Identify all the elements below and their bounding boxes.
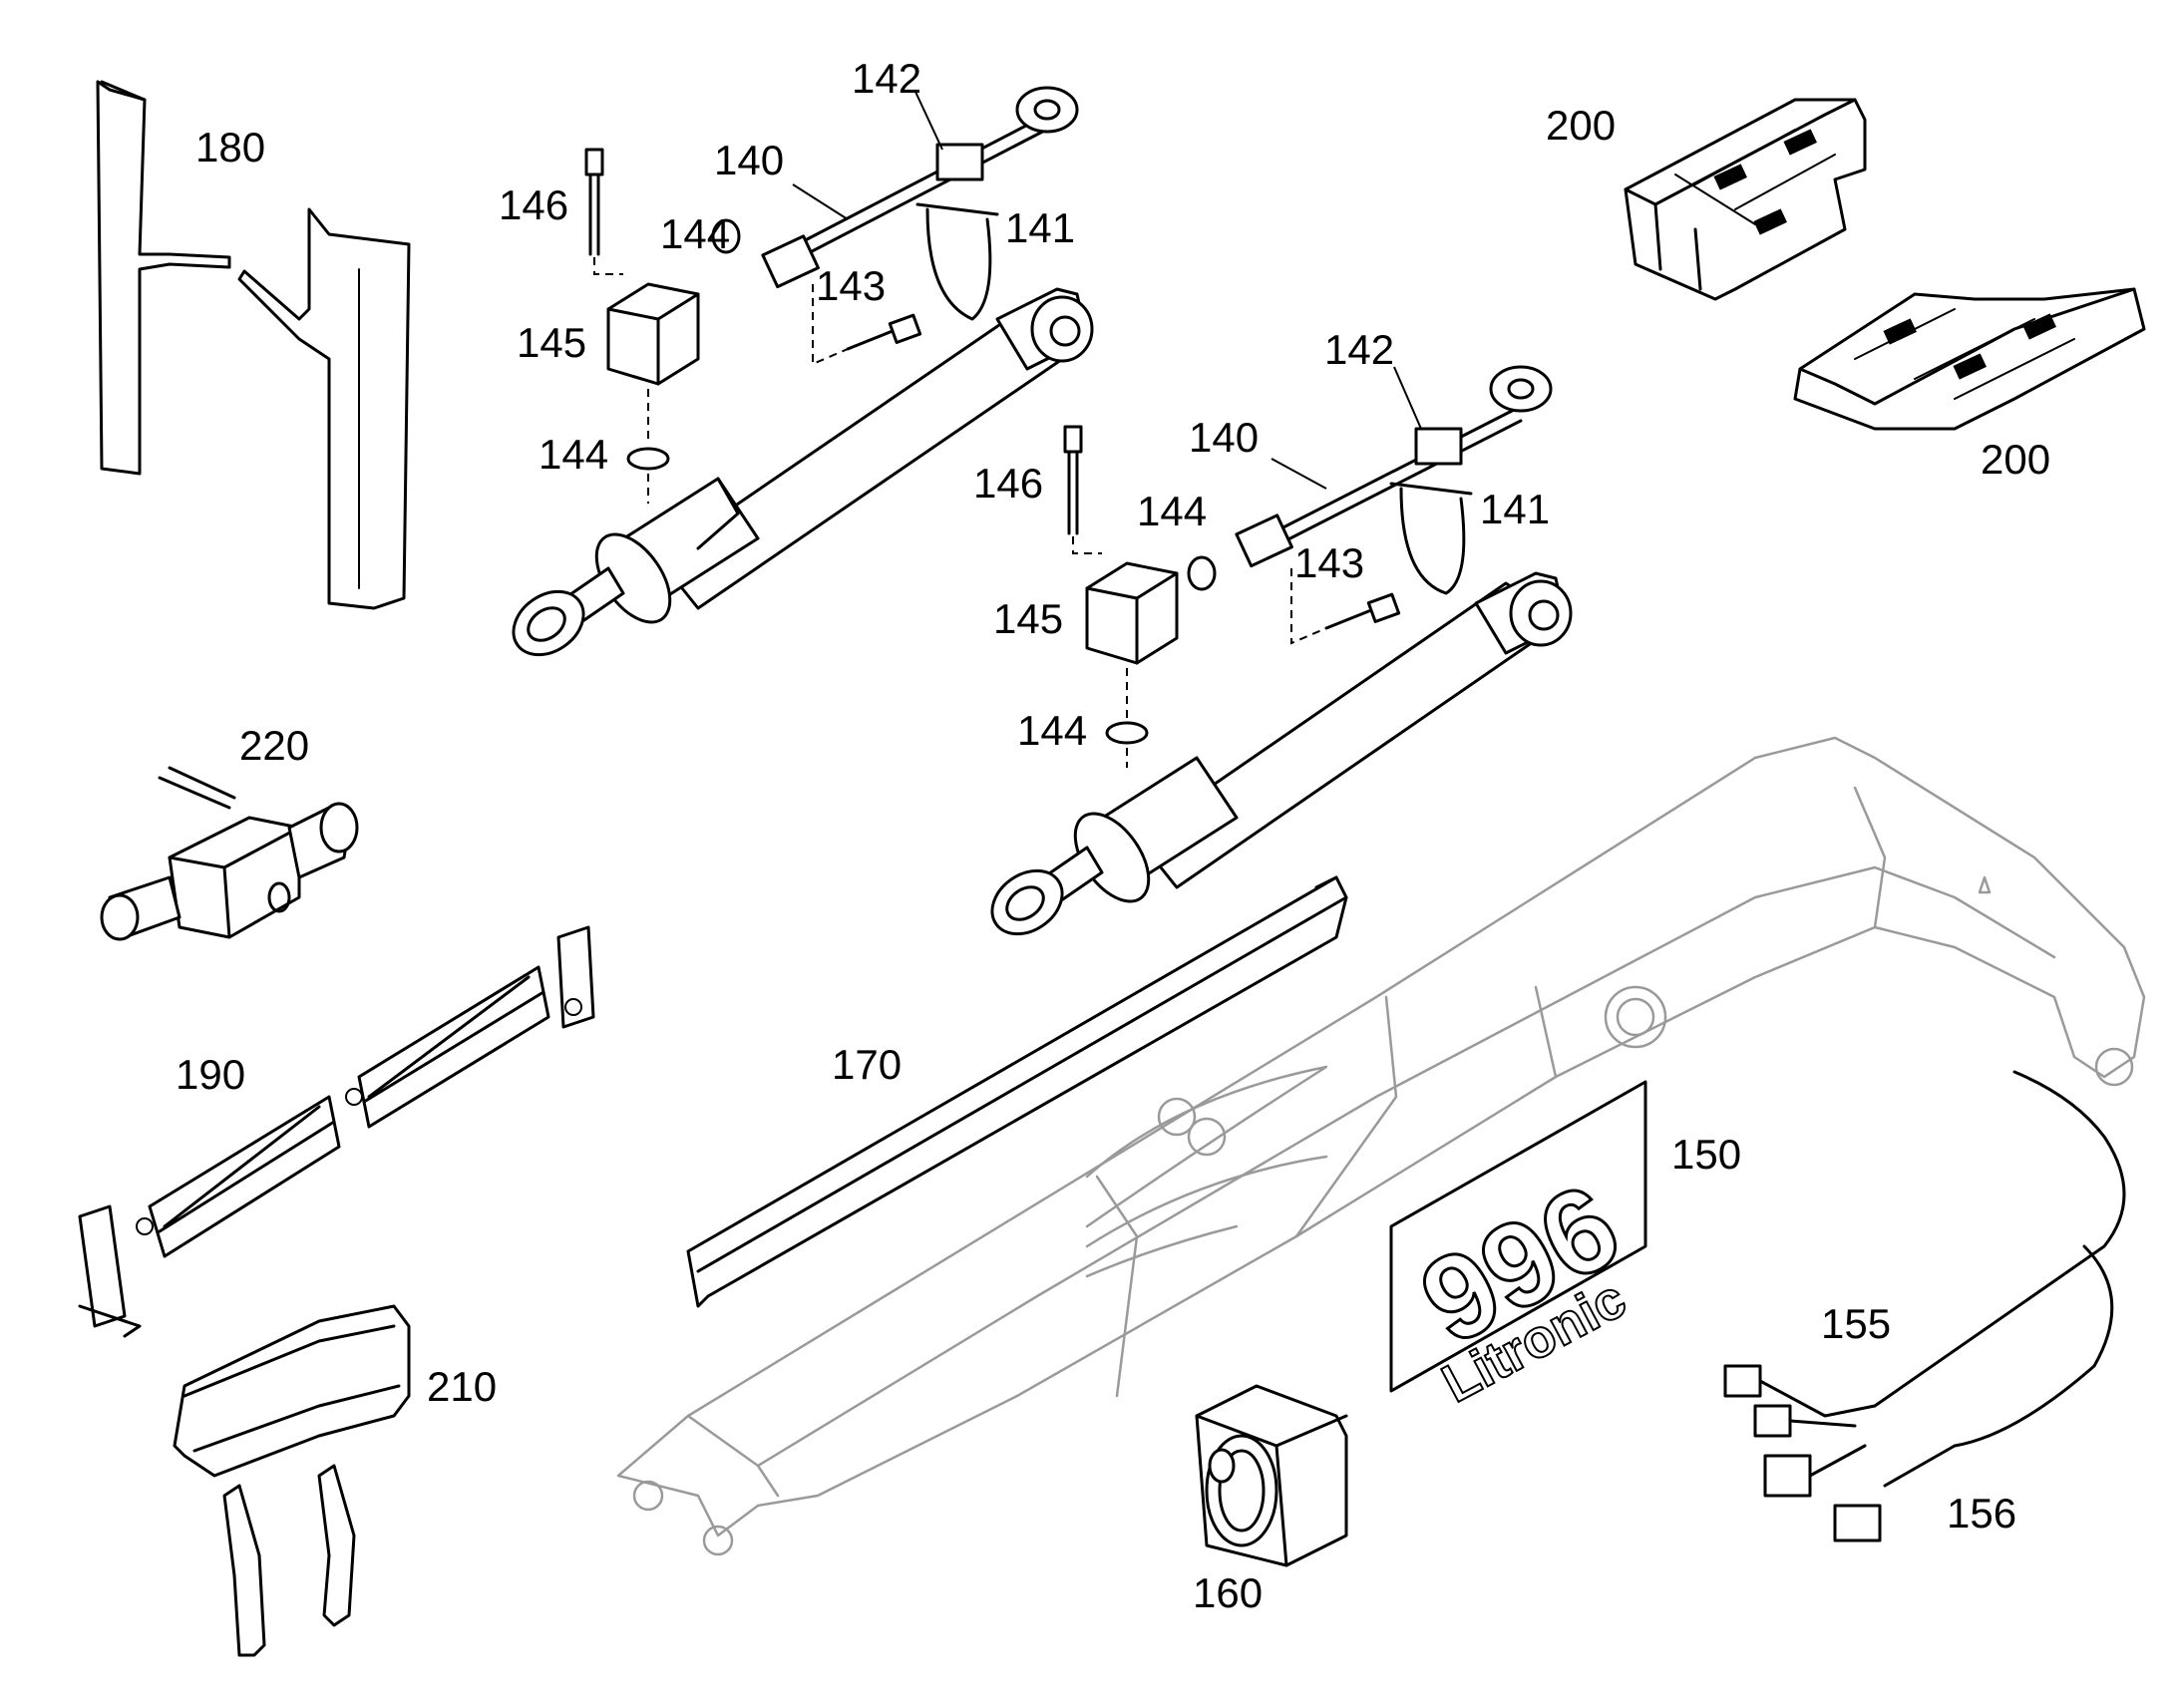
lamp-160 [1195,1384,1348,1567]
part-label-146: 146 [973,460,1044,507]
bracket-set-1 [584,86,1079,504]
part-label-150: 150 [1671,1131,1742,1178]
part-label-144: 144 [660,210,731,257]
part-label-142: 142 [1324,326,1395,373]
part-label-160: 160 [1193,1569,1264,1616]
bracket-set-2 [1063,365,1553,768]
part-label-156: 156 [1947,1490,2017,1537]
part-label-145: 145 [517,319,587,366]
part-label-141: 141 [1005,204,1076,251]
decal-150: 996 Litronic [1389,1080,1647,1415]
rail-170 [686,875,1348,1308]
part-label-155: 155 [1821,1300,1892,1347]
part-label-210: 210 [427,1363,498,1410]
leader-lines [792,91,1422,490]
part-label-180: 180 [195,124,266,171]
part-label-146: 146 [499,181,569,228]
hydraulic-cylinder-2 [990,571,1573,936]
part-label-142: 142 [852,55,922,102]
cover-plate-180 [96,80,411,610]
part-label-141: 141 [1480,486,1551,532]
part-label-190: 190 [176,1051,246,1098]
part-label-140: 140 [714,137,785,183]
guard-210 [173,1304,411,1657]
part-label-200: 200 [1546,102,1617,149]
part-label-144: 144 [1137,488,1208,534]
part-label-144: 144 [539,431,609,478]
part-label-145: 145 [993,595,1064,642]
platform-200-bottom [1793,287,2146,431]
part-label-143: 143 [816,262,887,309]
solenoid-valve-220 [100,766,359,941]
part-label-140: 140 [1189,414,1260,461]
frame-assembly-190 [78,925,595,1338]
part-label-220: 220 [239,722,310,769]
part-label-170: 170 [832,1041,903,1088]
part-label-143: 143 [1294,539,1365,586]
cable-harness-155-156 [1723,1070,2126,1542]
hydraulic-cylinder-1 [512,287,1094,657]
boom-outline [616,736,2146,1556]
platform-200-top [1624,98,1867,301]
part-label-200: 200 [1981,436,2051,483]
part-label-144: 144 [1017,707,1088,754]
